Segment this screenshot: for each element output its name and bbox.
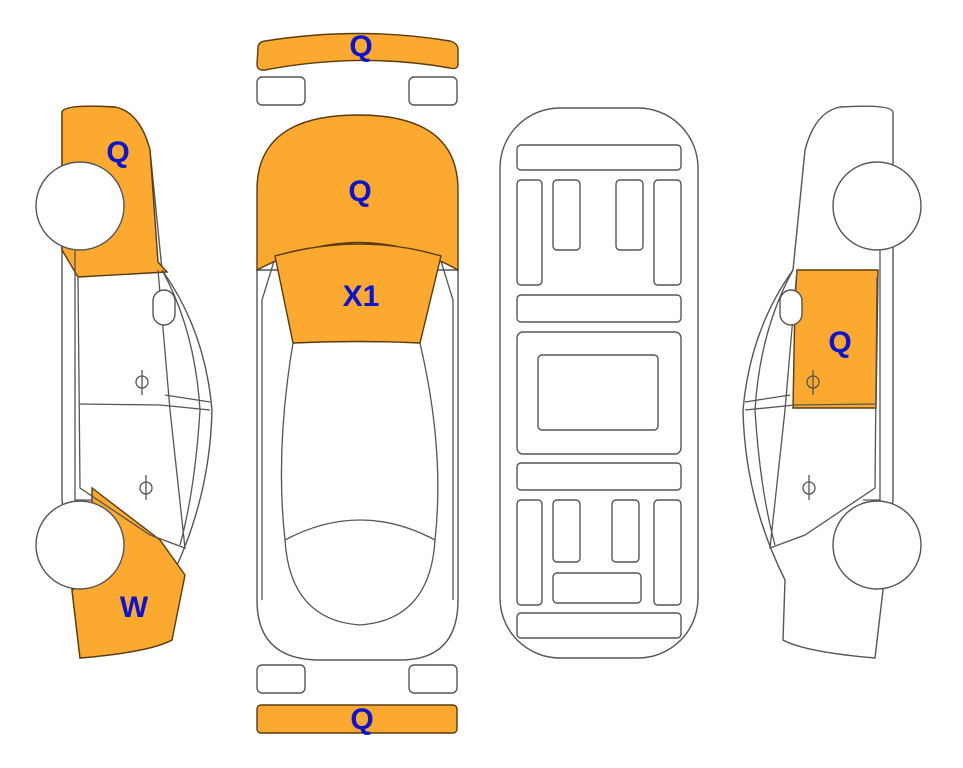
- right-headlight: [408, 76, 458, 106]
- damage-label: Q: [106, 136, 129, 169]
- rear-bumper-panel[interactable]: [256, 704, 458, 734]
- top-view: Q Q X1 Q: [256, 30, 459, 736]
- left-headlight: [256, 76, 306, 106]
- underbody-view: [499, 107, 699, 659]
- left-side-view: Q W: [35, 105, 213, 659]
- damage-label: W: [120, 591, 149, 624]
- damage-label: Q: [828, 326, 851, 359]
- left-taillight: [256, 664, 306, 694]
- hood-panel[interactable]: [256, 114, 459, 272]
- damage-label: Q: [350, 703, 373, 736]
- right-side-view: [742, 105, 922, 659]
- damage-label: X1: [343, 280, 380, 313]
- windshield-panel[interactable]: [274, 243, 442, 344]
- damage-label: Q: [348, 175, 371, 208]
- right-taillight: [408, 664, 458, 694]
- front-bumper-panel[interactable]: [256, 32, 459, 71]
- damage-label: Q: [349, 30, 372, 63]
